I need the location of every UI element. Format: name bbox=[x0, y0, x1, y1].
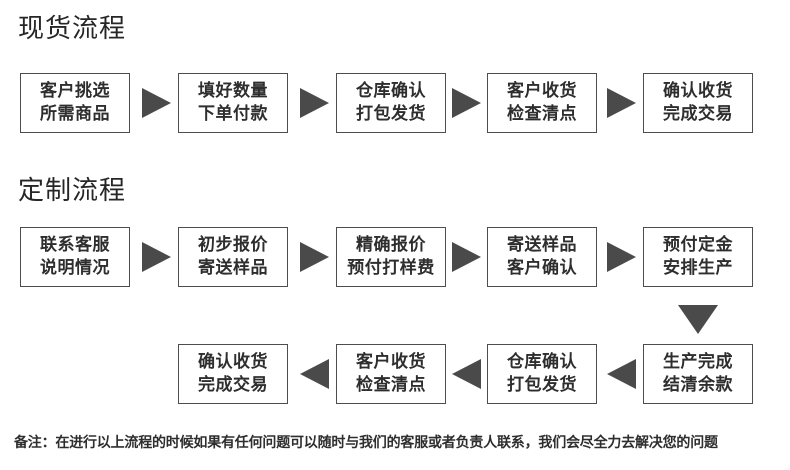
triangle-right-icon bbox=[607, 88, 636, 118]
triangle-right-icon bbox=[452, 88, 481, 118]
flow-node-line2: 完成交易 bbox=[663, 104, 733, 124]
flow-node-line1: 确认收货 bbox=[198, 352, 268, 372]
flow-node-custom-5[interactable]: 预付定金 安排生产 bbox=[643, 227, 753, 287]
custom-flow-row-1: 联系客服 说明情况 初步报价 寄送样品 精确报价 预付打样费 寄送样品 客户确认… bbox=[0, 227, 790, 289]
flow-node-custom-1[interactable]: 联系客服 说明情况 bbox=[20, 227, 130, 287]
flow-node-custom-6[interactable]: 生产完成 结清余款 bbox=[643, 344, 753, 404]
flow-node-line2: 结清余款 bbox=[663, 375, 733, 395]
section-title-spot-flow: 现货流程 bbox=[18, 14, 127, 44]
custom-flow-row-2: 确认收货 完成交易 客户收货 检查清点 仓库确认 打包发货 生产完成 结清余款 bbox=[0, 344, 790, 406]
flow-node-line1: 确认收货 bbox=[663, 81, 733, 101]
flow-node-line2: 检查清点 bbox=[356, 375, 426, 395]
flow-node-line2: 客户确认 bbox=[507, 258, 577, 278]
flow-node-spot-1[interactable]: 客户挑选 所需商品 bbox=[20, 73, 130, 133]
flow-node-line1: 预付定金 bbox=[663, 235, 733, 255]
flow-node-line1: 仓库确认 bbox=[507, 352, 577, 372]
triangle-right-icon bbox=[300, 88, 329, 118]
flow-node-line2: 打包发货 bbox=[507, 375, 577, 395]
flow-node-custom-9[interactable]: 确认收货 完成交易 bbox=[178, 344, 288, 404]
flow-node-line2: 完成交易 bbox=[198, 375, 268, 395]
footer-note: 备注：在进行以上流程的时候如果有任何问题可以随时与我们的客服或者负责人联系，我们… bbox=[14, 435, 718, 451]
flow-node-custom-4[interactable]: 寄送样品 客户确认 bbox=[487, 227, 597, 287]
section-title-custom-flow: 定制流程 bbox=[18, 176, 127, 206]
flow-node-line2: 打包发货 bbox=[356, 104, 426, 124]
flow-node-line2: 安排生产 bbox=[663, 258, 733, 278]
triangle-left-icon bbox=[607, 359, 636, 389]
flow-node-custom-2[interactable]: 初步报价 寄送样品 bbox=[178, 227, 288, 287]
flow-node-line1: 客户挑选 bbox=[40, 81, 110, 101]
triangle-right-icon bbox=[300, 242, 329, 272]
triangle-right-icon bbox=[142, 242, 171, 272]
triangle-right-icon bbox=[452, 242, 481, 272]
flow-node-line2: 下单付款 bbox=[198, 104, 268, 124]
flow-node-line1: 生产完成 bbox=[663, 352, 733, 372]
flow-node-line2: 说明情况 bbox=[40, 258, 110, 278]
flow-node-line1: 联系客服 bbox=[40, 235, 110, 255]
flow-node-line2: 预付打样费 bbox=[347, 258, 435, 278]
flow-node-line1: 填好数量 bbox=[198, 81, 268, 101]
flow-node-line1: 仓库确认 bbox=[356, 81, 426, 101]
flow-node-line2: 检查清点 bbox=[507, 104, 577, 124]
spot-flow-row: 客户挑选 所需商品 填好数量 下单付款 仓库确认 打包发货 客户收货 检查清点 … bbox=[0, 73, 790, 135]
flow-node-line1: 客户收货 bbox=[356, 352, 426, 372]
flow-node-line2: 所需商品 bbox=[40, 104, 110, 124]
flow-node-spot-2[interactable]: 填好数量 下单付款 bbox=[178, 73, 288, 133]
flow-node-line2: 寄送样品 bbox=[198, 258, 268, 278]
triangle-left-icon bbox=[452, 359, 481, 389]
flow-node-custom-3[interactable]: 精确报价 预付打样费 bbox=[336, 227, 446, 287]
flow-node-spot-5[interactable]: 确认收货 完成交易 bbox=[643, 73, 753, 133]
triangle-down-icon bbox=[678, 305, 718, 334]
triangle-right-icon bbox=[607, 242, 636, 272]
flow-node-custom-7[interactable]: 仓库确认 打包发货 bbox=[487, 344, 597, 404]
triangle-left-icon bbox=[300, 359, 329, 389]
triangle-right-icon bbox=[142, 88, 171, 118]
flow-node-custom-8[interactable]: 客户收货 检查清点 bbox=[336, 344, 446, 404]
flow-node-line1: 客户收货 bbox=[507, 81, 577, 101]
flow-node-line1: 初步报价 bbox=[198, 235, 268, 255]
flow-node-spot-4[interactable]: 客户收货 检查清点 bbox=[487, 73, 597, 133]
flow-node-spot-3[interactable]: 仓库确认 打包发货 bbox=[336, 73, 446, 133]
flow-node-line1: 寄送样品 bbox=[507, 235, 577, 255]
flow-node-line1: 精确报价 bbox=[356, 235, 426, 255]
